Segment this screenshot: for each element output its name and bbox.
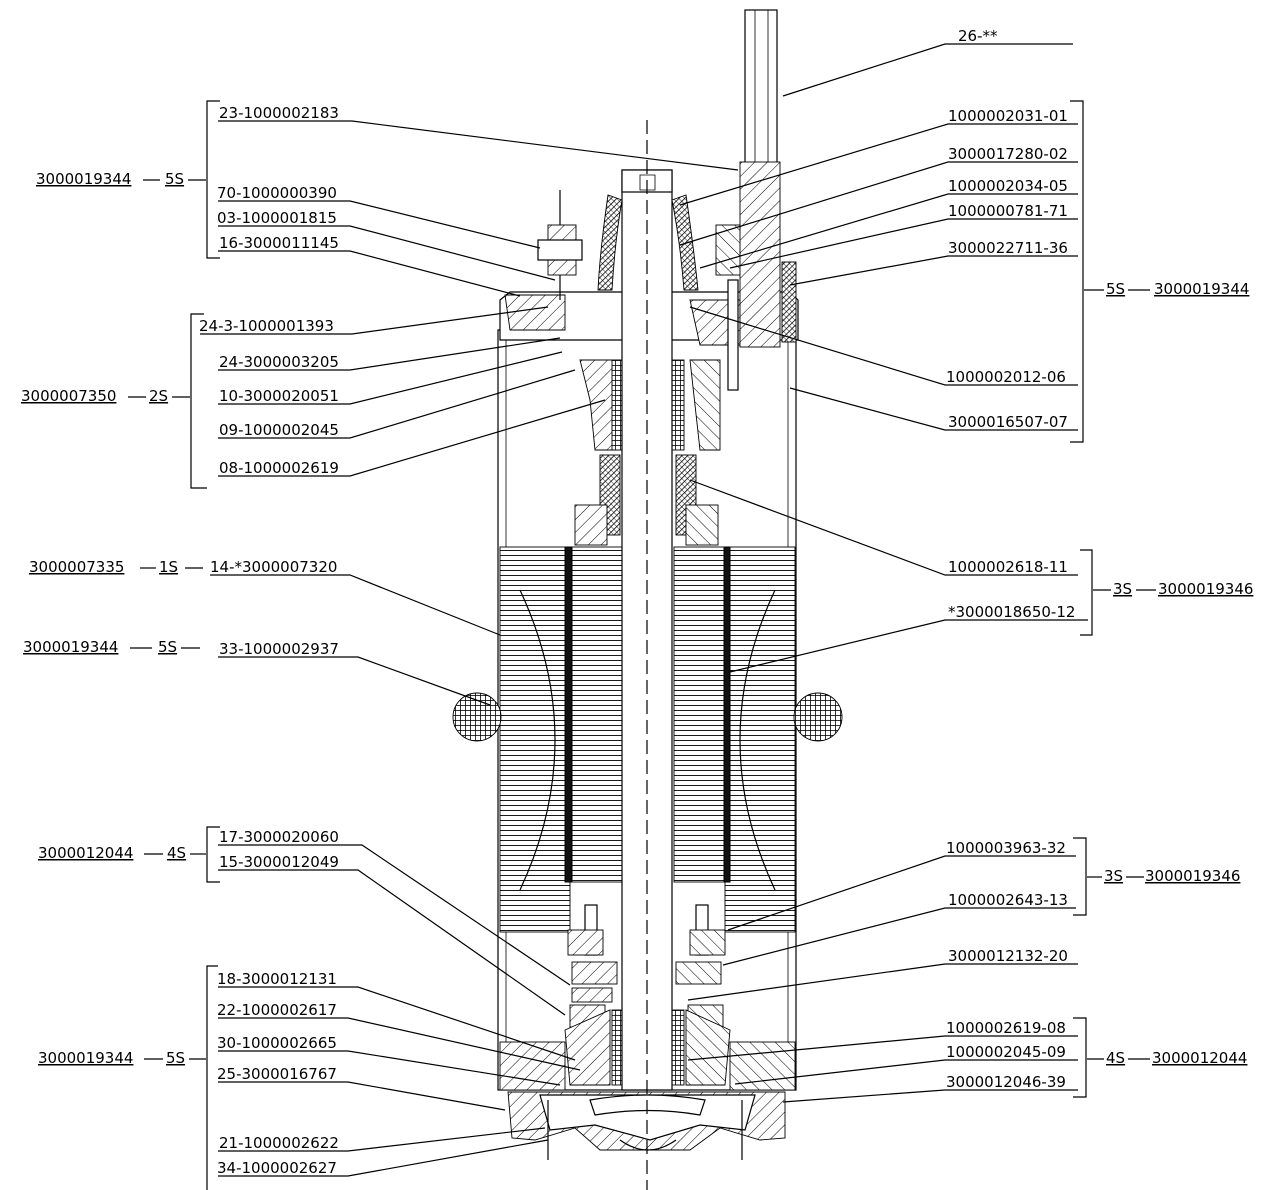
- callout-label: 16-3000011145: [219, 234, 339, 252]
- callout-label: 3000016507-07: [948, 413, 1068, 431]
- group-assembly-number: 3000007335: [29, 558, 124, 576]
- group-assembly-number: 3000012044: [38, 844, 133, 862]
- motor-body: [452, 9, 843, 1190]
- callout-label: 24-3-1000001393: [199, 317, 334, 335]
- left-leader-lines: [200, 120, 739, 1177]
- group-quantity: 5S: [165, 170, 184, 188]
- callout-label: 24-3000003205: [219, 353, 339, 371]
- callout-label: 1000002034-05: [948, 177, 1068, 195]
- callout-label: 1000002031-01: [948, 107, 1068, 125]
- group-assembly-number: 3000019344: [23, 638, 118, 656]
- callout-label: 25-3000016767: [217, 1065, 337, 1083]
- group-assembly-number: 3000019344: [38, 1049, 133, 1067]
- left-callout-labels: 23-1000002183 70-1000000390 03-100000181…: [199, 104, 339, 1177]
- callout-label: 30-1000002665: [217, 1034, 337, 1052]
- group-assembly-number: 3000012044: [1152, 1049, 1247, 1067]
- callout-label: 33-1000002937: [219, 640, 339, 658]
- callout-label: 70-1000000390: [217, 184, 337, 202]
- callout-label: 10-3000020051: [219, 387, 339, 405]
- callout-label: 1000002619-08: [946, 1019, 1066, 1037]
- callout-label: 15-3000012049: [219, 853, 339, 871]
- group-assembly-number: 3000019344: [1154, 280, 1249, 298]
- callout-label: 26-**: [958, 27, 998, 45]
- group-leader-segments: [128, 179, 1156, 1060]
- group-assembly-number: 3000019346: [1158, 580, 1253, 598]
- callout-label: 22-1000002617: [217, 1001, 337, 1019]
- callout-label: 34-1000002627: [217, 1159, 337, 1177]
- callout-label: 17-3000020060: [219, 828, 339, 846]
- callout-label: 1000002045-09: [946, 1043, 1066, 1061]
- callout-label: 14-*3000007320: [210, 558, 337, 576]
- callout-label: 21-1000002622: [219, 1134, 339, 1152]
- callout-label: 1000002643-13: [948, 891, 1068, 909]
- callout-label: *3000018650-12: [948, 603, 1075, 621]
- group-quantity: 4S: [1106, 1049, 1125, 1067]
- group-quantity: 5S: [166, 1049, 185, 1067]
- group-quantity: 3S: [1104, 867, 1123, 885]
- callout-label: 1000002012-06: [946, 368, 1066, 386]
- right-callout-labels: 26-** 1000002031-01 3000017280-02 100000…: [946, 27, 1075, 1091]
- callout-label: 03-1000001815: [217, 209, 337, 227]
- group-quantity: 3S: [1113, 580, 1132, 598]
- callout-label: 18-3000012131: [217, 970, 337, 988]
- group-assembly-number: 3000019344: [36, 170, 131, 188]
- group-quantity: 5S: [1106, 280, 1125, 298]
- callout-label: 3000017280-02: [948, 145, 1068, 163]
- right-group-labels: 5S 3000019344 3S 3000019346 3S 300001934…: [1104, 280, 1253, 1067]
- callout-label: 1000003963-32: [946, 839, 1066, 857]
- group-brackets: [190, 100, 1093, 1190]
- callout-label: 09-1000002045: [219, 421, 339, 439]
- right-leader-lines: [679, 43, 1088, 1103]
- group-assembly-number: 3000019346: [1145, 867, 1240, 885]
- callout-label: 1000000781-71: [948, 202, 1068, 220]
- group-assembly-number: 3000007350: [21, 387, 116, 405]
- group-quantity: 2S: [149, 387, 168, 405]
- group-quantity: 5S: [158, 638, 177, 656]
- callout-label: 08-1000002619: [219, 459, 339, 477]
- callout-label: 3000012046-39: [946, 1073, 1066, 1091]
- group-quantity: 1S: [159, 558, 178, 576]
- callout-label: 3000022711-36: [948, 239, 1068, 257]
- callout-label: 3000012132-20: [948, 947, 1068, 965]
- left-group-labels: 3000019344 5S 3000007350 2S 3000007335 1…: [21, 170, 186, 1067]
- callout-label: 1000002618-11: [948, 558, 1068, 576]
- callout-label: 23-1000002183: [219, 104, 339, 122]
- group-quantity: 4S: [167, 844, 186, 862]
